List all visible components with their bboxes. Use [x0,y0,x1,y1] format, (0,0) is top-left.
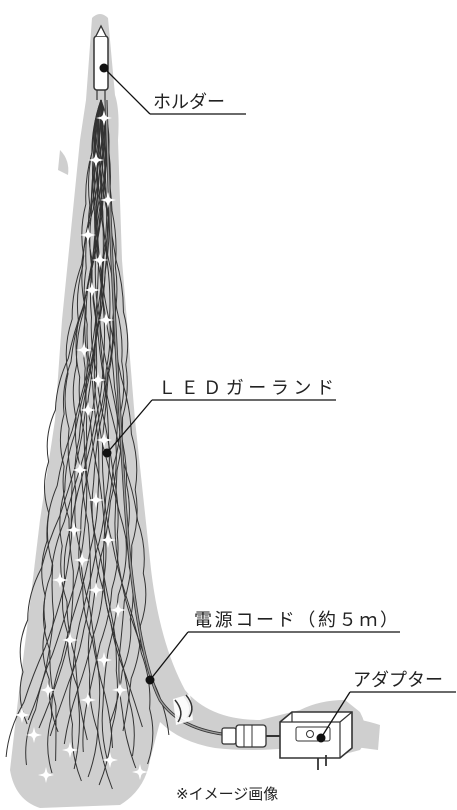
led-sparkle [88,152,104,168]
led-sparkle [96,432,112,448]
led-sparkles [14,110,148,783]
adapter-box [279,711,353,770]
garland-strand [96,99,170,736]
garland-strand [78,99,113,749]
led-sparkle [112,682,128,698]
garland-strand [82,99,119,753]
power-cord [104,99,231,737]
garland-strand [42,99,102,733]
led-sparkle [98,312,114,328]
garland-strand [59,99,104,770]
led-sparkle [96,652,112,668]
led-sparkle [26,727,42,743]
led-sparkle [84,282,100,298]
led-sparkle [100,192,116,208]
holder-tube [93,24,109,100]
garland-strand [61,99,106,741]
label-adapter: アダプター [353,670,443,691]
led-sparkle [92,252,108,268]
label-cord: 電源コード（約５ｍ） [194,610,398,631]
garland-strand [49,99,108,737]
led-sparkle [80,227,96,243]
led-sparkle [110,602,126,618]
led-sparkle [102,752,118,768]
led-sparkle [88,492,104,508]
led-sparkle [96,110,112,126]
led-sparkle [90,372,106,388]
label-holder: ホルダー [153,92,225,113]
garland-strand [87,99,118,790]
led-sparkle [132,764,148,780]
image-caption: ※イメージ画像 [176,785,278,803]
led-sparkle [38,767,54,783]
garland-strand [96,99,138,769]
garland-strand [100,99,154,765]
led-sparkle [100,532,116,548]
led-sparkle [72,462,88,478]
led-sparkle [80,402,96,418]
led-sparkle [62,742,78,758]
led-sparkle [52,572,68,588]
garland-strand [5,99,105,758]
callout-adapter: アダプター [316,670,456,743]
led-sparkle [66,522,82,538]
led-sparkle [80,692,96,708]
cord-connector [221,724,280,748]
led-sparkle [88,582,104,598]
label-garland: ＬＥＤガーランド [158,378,334,399]
led-sparkle [40,682,56,698]
led-sparkle [74,552,90,568]
callout-holder: ホルダー [99,63,246,115]
led-sparkle [62,632,78,648]
led-sparkle [76,342,92,358]
led-sparkle [14,707,30,723]
garland-strand [27,99,104,721]
garland-strand [19,99,102,725]
